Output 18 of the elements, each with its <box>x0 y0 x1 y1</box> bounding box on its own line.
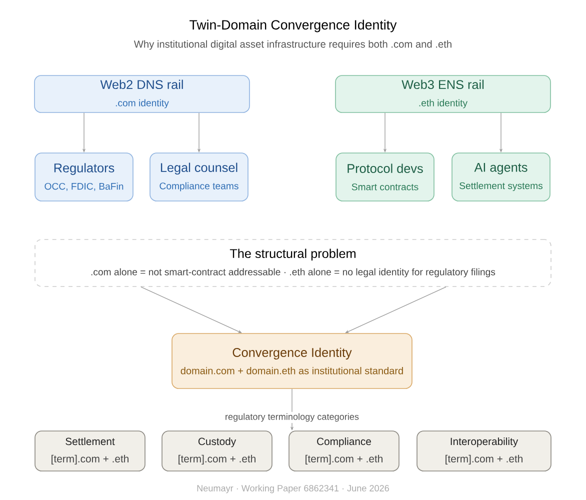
problem-box: The structural problem .com alone = not smart-contract addressable · .eth alone = no legal identity for regulatory filings <box>34 239 552 287</box>
rail-box: Web2 DNS rail .com identity <box>34 75 250 113</box>
audience-box: Protocol devs Smart contracts <box>336 152 434 202</box>
audience-box: Regulators OCC, FDIC, BaFin <box>34 152 134 202</box>
arrow <box>345 286 446 334</box>
edge-label: regulatory terminology categories <box>224 412 360 424</box>
category-box: Settlement [term].com + .eth <box>34 430 146 472</box>
category-box: Custody [term].com + .eth <box>162 430 272 472</box>
arrow <box>140 286 242 334</box>
audience-box: AI agents Settlement systems <box>452 152 550 202</box>
category-box: Compliance [term].com + .eth <box>288 430 400 472</box>
convergence-box: Convergence Identity domain.com + domain.eth as institutional standard <box>172 333 412 389</box>
category-box: Interoperability [term].com + .eth <box>416 430 552 472</box>
audience-box: Legal counsel Compliance teams <box>150 152 248 202</box>
title: Twin-Domain Convergence Identity <box>190 20 397 32</box>
rail-box: Web3 ENS rail .eth identity <box>335 75 551 113</box>
subtitle: Why institutional digital asset infrastructure requires both .com and .eth <box>134 40 452 50</box>
footer-text: Neumayr · Working Paper 6862341 · June 2026 <box>197 484 389 494</box>
